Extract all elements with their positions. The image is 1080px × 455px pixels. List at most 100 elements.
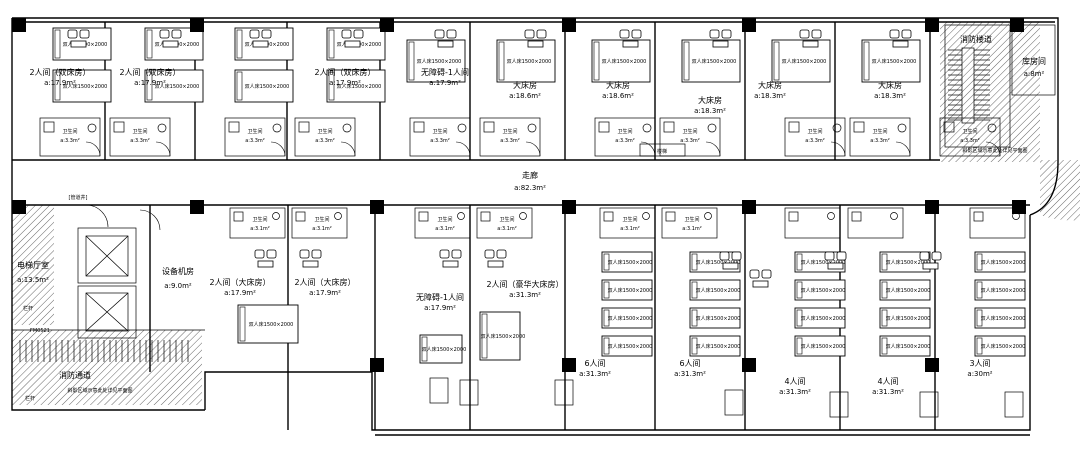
bathroom-outline xyxy=(661,207,718,239)
seating-set xyxy=(619,29,642,48)
bathroom-area: a:3.3m² xyxy=(245,138,265,144)
bed-tag: 双人床1500×2000 xyxy=(608,343,653,350)
structural-column xyxy=(742,358,756,372)
bed-frame xyxy=(974,279,1026,301)
room-name: 3人间 xyxy=(969,359,990,368)
seating-set xyxy=(341,29,364,48)
stair-left-note: 斜影区域示意此处详见平面图 xyxy=(67,387,132,394)
bed-pillow xyxy=(236,71,243,101)
outer-walls xyxy=(11,17,1059,436)
bathroom-outline xyxy=(847,207,904,239)
bed-tag: 双人床1500×2000 xyxy=(245,83,290,90)
bed: 双人床1500×2000 xyxy=(879,279,931,301)
bed: 双人床1500×2000 xyxy=(144,69,204,103)
bed-frame xyxy=(794,279,846,301)
sink xyxy=(342,123,352,133)
armchair xyxy=(761,269,772,279)
bed-frame xyxy=(689,335,741,357)
bed-tag: 双人床1500×2000 xyxy=(981,287,1026,294)
armchair xyxy=(311,249,322,259)
room-area: a:30m² xyxy=(967,370,992,378)
bed-tag: 双人床1500×2000 xyxy=(886,315,931,322)
side-table xyxy=(162,40,179,48)
armchair xyxy=(79,29,90,39)
armchair xyxy=(719,251,730,261)
bed-pillow xyxy=(796,337,803,355)
bed-pillow xyxy=(603,281,610,299)
bathroom-name: 卫生间 xyxy=(132,128,147,135)
room-name: 无障碍-1人间 xyxy=(416,292,464,302)
armchair xyxy=(824,251,835,261)
side-table xyxy=(257,260,274,268)
bed-pillow xyxy=(408,41,415,81)
armchair xyxy=(341,29,352,39)
sink xyxy=(457,212,465,220)
room-area: a:17.9m² xyxy=(224,289,256,297)
structural-column xyxy=(925,358,939,372)
side-table xyxy=(442,260,459,268)
bed-tag: 双人床1500×2000 xyxy=(801,315,846,322)
bathroom-name: 卫生间 xyxy=(62,128,77,135)
bed: 双人床1500×2000 xyxy=(861,39,921,83)
bed: 双人床1500×2000 xyxy=(237,304,299,344)
bathroom-name: 卫生间 xyxy=(317,128,332,135)
armchair xyxy=(731,251,742,261)
bathroom-name: 卫生间 xyxy=(807,128,822,135)
bed-pillow xyxy=(239,306,246,342)
door-swing xyxy=(705,141,721,157)
toilet xyxy=(663,121,675,133)
door-swing xyxy=(525,141,541,157)
side-table xyxy=(712,40,729,48)
bed-frame xyxy=(879,279,931,301)
seating-set xyxy=(299,249,322,268)
bottom-baths: 卫生间a:3.1m²卫生间a:3.1m²卫生间a:3.1m²卫生间a:3.1m²… xyxy=(229,207,1026,239)
bed-pillow xyxy=(593,41,600,81)
side-table xyxy=(70,40,87,48)
armchair xyxy=(434,29,445,39)
bed-tag: 双人床1500×2000 xyxy=(608,315,653,322)
corridor-area: a:82.3m² xyxy=(514,184,546,192)
armchair xyxy=(484,249,495,259)
bed-tag: 双人床1500×2000 xyxy=(801,343,846,350)
structural-column xyxy=(370,358,384,372)
bed: 双人床1500×2000 xyxy=(496,39,556,83)
bathroom-outline xyxy=(109,117,171,157)
armchair xyxy=(901,29,912,39)
armchair xyxy=(931,251,942,261)
sink xyxy=(87,123,97,133)
bed-tag: 双人床1500×2000 xyxy=(981,259,1026,266)
side-table xyxy=(302,260,319,268)
bed-pillow xyxy=(603,253,610,271)
bathroom-name: 卫生间 xyxy=(499,216,514,223)
structural-column xyxy=(12,200,26,214)
sink xyxy=(457,123,467,133)
bed-frame xyxy=(52,69,112,103)
bathroom-area: a:3.1m² xyxy=(682,226,702,232)
room-name: 2人间（大床房） xyxy=(294,277,355,287)
room-name: 大床房 xyxy=(758,80,782,90)
bed-tag: 双人床1500×2000 xyxy=(481,333,526,340)
bed-frame xyxy=(794,307,846,329)
columns xyxy=(12,18,1026,372)
seating-set xyxy=(919,251,942,270)
side-table xyxy=(827,262,844,270)
door-swing xyxy=(640,141,656,157)
toilet xyxy=(113,121,125,133)
room-name: 4人间 xyxy=(877,377,898,386)
bed-frame xyxy=(601,251,653,273)
bed-pillow xyxy=(881,253,888,271)
room-area: a:17.9m² xyxy=(429,79,461,87)
bed-tag: 双人床1500×2000 xyxy=(981,315,1026,322)
room-name: 2人间（双床房） xyxy=(29,67,90,77)
room-area: a:31.3m² xyxy=(779,388,811,396)
equipment-area: a:9.0m² xyxy=(164,282,192,290)
side-table xyxy=(344,40,361,48)
bed-pillow xyxy=(863,41,870,81)
bed-tag: 双人床1500×2000 xyxy=(872,58,917,65)
bathroom-name: 卫生间 xyxy=(684,216,699,223)
armchair xyxy=(439,249,450,259)
armchair xyxy=(451,249,462,259)
bed: 双人床1500×2000 xyxy=(689,307,741,329)
desk-block: 楼梯 xyxy=(639,143,686,157)
bathroom-outline xyxy=(39,117,101,157)
